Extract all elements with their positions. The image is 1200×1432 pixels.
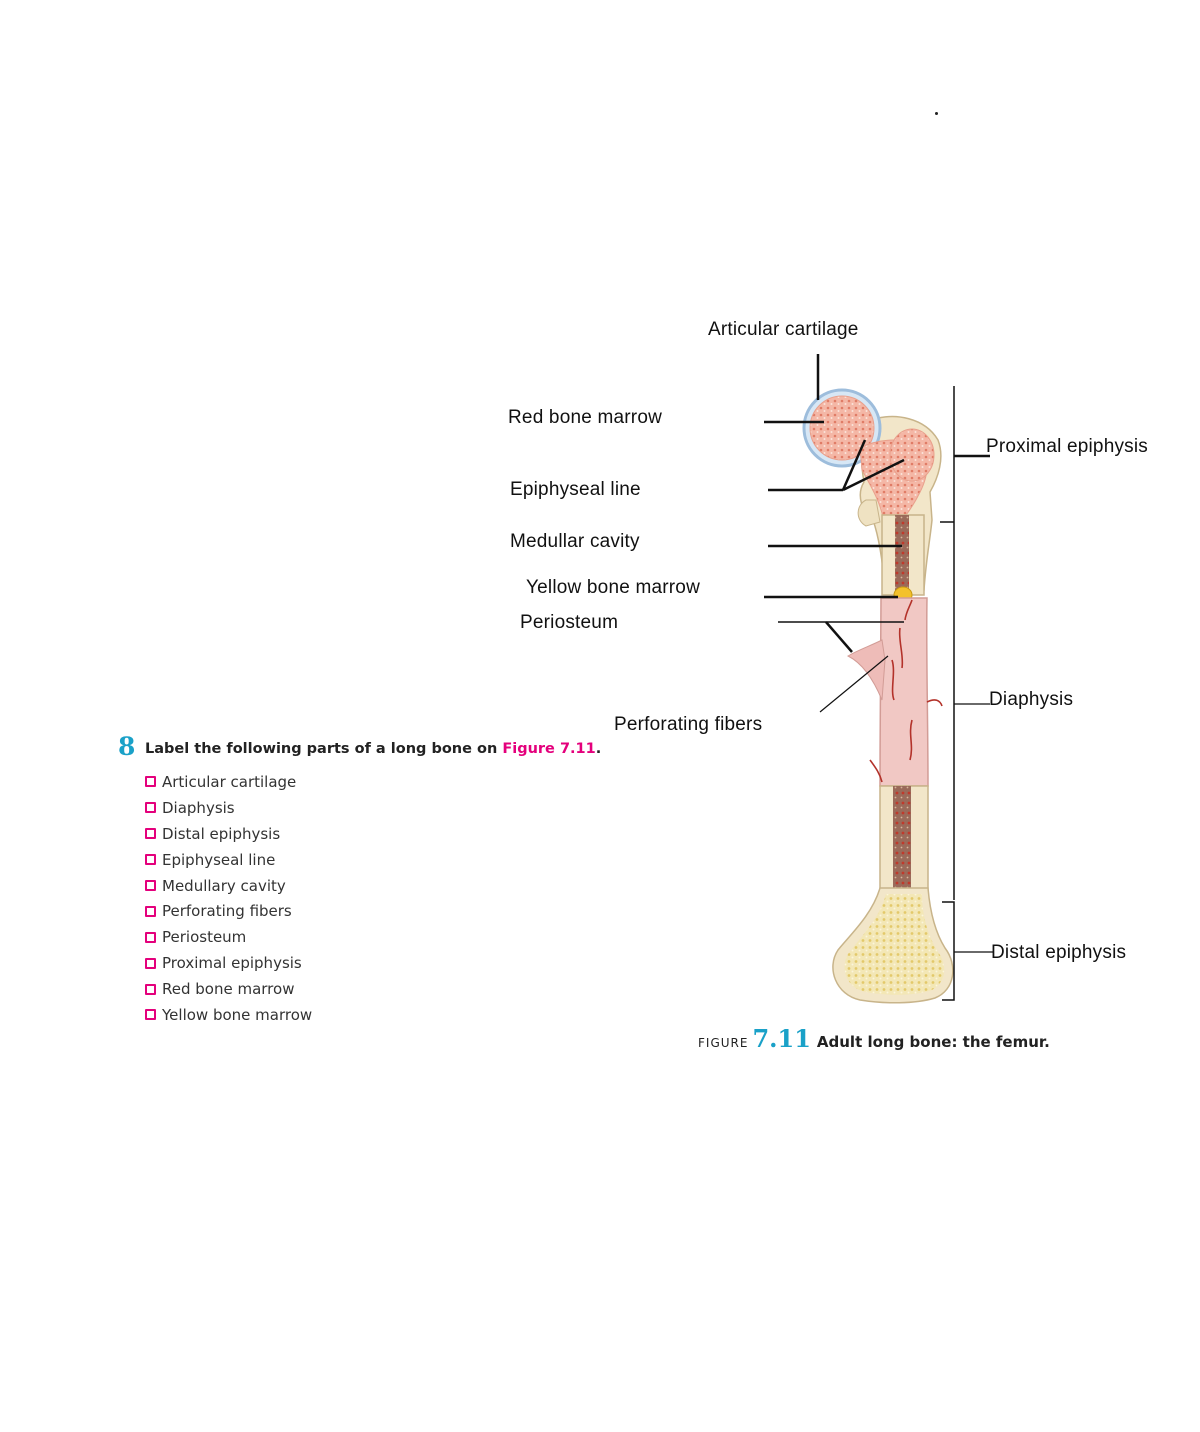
lesser-trochanter bbox=[857, 499, 881, 527]
exercise-prompt-end: . bbox=[595, 741, 602, 757]
checklist-item: Diaphysis bbox=[145, 795, 312, 821]
checklist-item-label: Periosteum bbox=[162, 928, 247, 947]
checklist-item: Red bone marrow bbox=[145, 976, 312, 1002]
femur-bone bbox=[802, 388, 954, 1004]
checkbox-icon[interactable] bbox=[145, 854, 156, 866]
checkbox-icon[interactable] bbox=[145, 905, 156, 917]
checklist-item-label: Medullary cavity bbox=[162, 876, 286, 895]
leader-lines bbox=[764, 354, 993, 1001]
checklist-item-label: Distal epiphysis bbox=[162, 824, 281, 843]
label-periosteum: Periosteum bbox=[520, 612, 619, 633]
periosteum-flap bbox=[846, 639, 886, 701]
caption-number: 7.11 bbox=[752, 1024, 811, 1053]
checkbox-icon[interactable] bbox=[145, 828, 156, 840]
label-epiphyseal-line: Epiphyseal line bbox=[510, 479, 641, 500]
figure-reference-link[interactable]: Figure 7.11 bbox=[502, 741, 596, 757]
blood-vessels bbox=[869, 599, 943, 783]
label-yellow-bone-marrow: Yellow bone marrow bbox=[526, 577, 700, 598]
checkbox-icon[interactable] bbox=[145, 776, 156, 788]
checklist-item: Distal epiphysis bbox=[145, 821, 312, 847]
checklist-item: Epiphyseal line bbox=[145, 847, 312, 873]
upper-medullary-cavity bbox=[895, 515, 909, 595]
checkbox-icon[interactable] bbox=[145, 983, 156, 995]
label-distal-epiphysis: Distal epiphysis bbox=[991, 942, 1127, 963]
checklist-item-label: Epiphyseal line bbox=[162, 850, 276, 869]
checklist-item: Articular cartilage bbox=[145, 769, 312, 795]
checklist-item: Perforating fibers bbox=[145, 898, 312, 924]
femoral-head bbox=[809, 395, 875, 461]
exercise-prompt-text: Label the following parts of a long bone… bbox=[145, 741, 503, 757]
checklist-item-label: Articular cartilage bbox=[162, 772, 297, 791]
checklist-item-label: Diaphysis bbox=[162, 798, 235, 817]
checkbox-icon[interactable] bbox=[145, 880, 156, 891]
checklist-item: Periosteum bbox=[145, 924, 312, 950]
checkbox-icon[interactable] bbox=[145, 931, 156, 943]
label-perforating-fibers: Perforating fibers bbox=[614, 714, 763, 735]
caption-word: FIGURE bbox=[698, 1036, 749, 1050]
trochanter-cap bbox=[889, 428, 935, 482]
label-proximal-epiphysis: Proximal epiphysis bbox=[986, 436, 1148, 457]
distal-spongy-bone bbox=[844, 894, 945, 995]
exercise-number: 8 bbox=[118, 732, 136, 761]
label-red-bone-marrow: Red bone marrow bbox=[508, 407, 663, 428]
checklist-item-label: Yellow bone marrow bbox=[162, 1005, 313, 1024]
checklist-item: Yellow bone marrow bbox=[145, 1002, 312, 1028]
checkbox-icon[interactable] bbox=[145, 1009, 156, 1021]
checklist-item-label: Perforating fibers bbox=[162, 902, 292, 921]
checklist-item: Medullary cavity bbox=[145, 873, 312, 899]
label-articular-cartilage: Articular cartilage bbox=[708, 319, 859, 340]
checklist-item: Proximal epiphysis bbox=[145, 950, 312, 976]
checkbox-icon[interactable] bbox=[145, 957, 156, 969]
label-medullar-cavity: Medullar cavity bbox=[510, 531, 640, 552]
exercise-prompt: Label the following parts of a long bone… bbox=[145, 741, 601, 757]
stray-dot bbox=[935, 112, 938, 115]
diaphysis-periosteum bbox=[879, 597, 929, 787]
checklist-item-label: Red bone marrow bbox=[162, 980, 295, 999]
caption-text: Adult long bone: the femur. bbox=[816, 1033, 1050, 1051]
lower-medullary-cavity bbox=[893, 786, 911, 894]
checklist-item-label: Proximal epiphysis bbox=[162, 954, 302, 973]
checkbox-icon[interactable] bbox=[145, 802, 156, 814]
label-diaphysis: Diaphysis bbox=[989, 689, 1074, 710]
